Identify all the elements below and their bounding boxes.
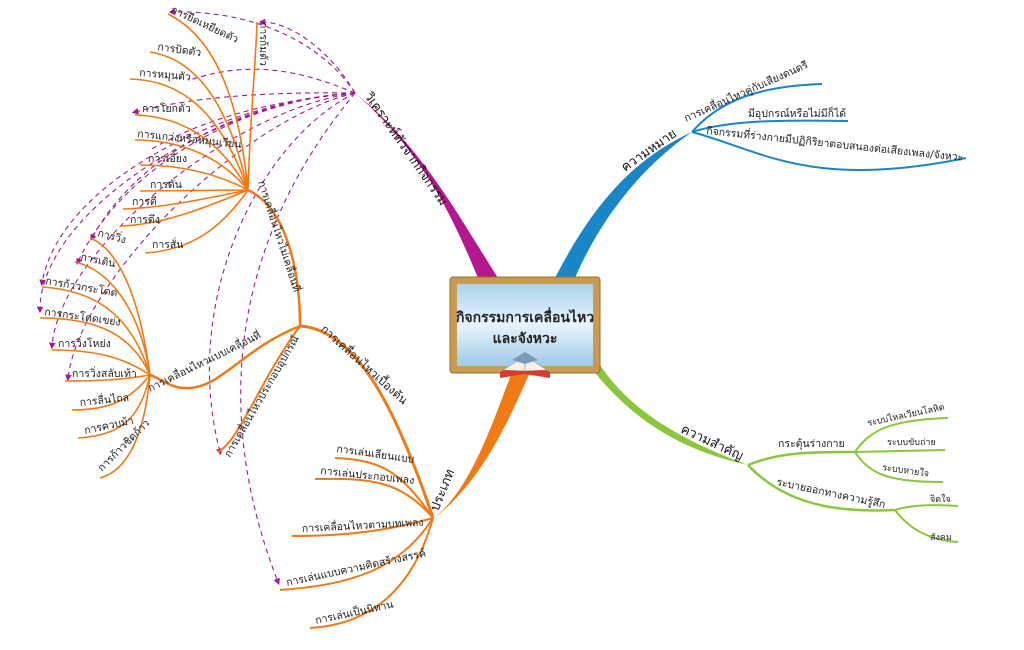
non-locomotor-item[interactable]: การโยกตัว xyxy=(142,102,191,115)
types-item[interactable]: การเล่นแบบความคิดสร้างสรรค์ xyxy=(285,547,427,589)
types-item[interactable]: การเล่นเลียนแบบ xyxy=(336,442,416,466)
analysis-label[interactable]: วิเคราะห์ตัวจากกิจกรรม xyxy=(360,89,451,209)
branch-importance xyxy=(585,360,748,465)
center-title-line2: และจังหวะ xyxy=(493,331,558,347)
branch-analysis xyxy=(355,93,498,278)
types-item[interactable]: การเล่นเป็นนิทาน xyxy=(314,597,395,627)
non-locomotor-lines xyxy=(119,13,258,254)
importance-lines xyxy=(747,417,959,543)
branch-meaning xyxy=(555,132,692,278)
meaning-label[interactable]: ความหมาย xyxy=(619,126,680,175)
importance-feelings-label[interactable]: ระบายออกทางความรู้สึก xyxy=(775,476,886,511)
analysis-relations xyxy=(36,8,356,586)
locomotor-item[interactable]: การวิ่งสลับเท้า xyxy=(72,366,137,380)
open-book-icon xyxy=(500,352,550,378)
non-locomotor-item[interactable]: การก้มตัว xyxy=(257,22,269,66)
locomotor-lines xyxy=(39,237,151,479)
types-label[interactable]: ประเภท xyxy=(428,467,458,513)
types-lines xyxy=(149,188,435,629)
non-locomotor-item[interactable]: การยืดเหยียดตัว xyxy=(169,3,241,46)
meaning-item[interactable]: กิจกรรมที่ร่างกายมีปฏิกิริยาตอบสนองต่อเส… xyxy=(706,123,964,164)
center-title-line1: กิจกรรมการเคลื่อนไหว xyxy=(455,307,594,326)
non-locomotor-label[interactable]: การเคลื่อนไหวไม่เคลื่อนที่ xyxy=(255,179,304,294)
locomotor-item[interactable]: การวิ่งโหย่ง xyxy=(58,336,111,350)
meaning-item[interactable]: มีอุปกรณ์หรือไม่มีก็ได้ xyxy=(748,106,846,120)
branch-types xyxy=(432,372,530,520)
importance-body-item[interactable]: ระบบขับถ่าย xyxy=(887,438,936,448)
basic-movement-label[interactable]: การเคลื่อนไหวเบื้องต้น xyxy=(318,321,411,407)
locomotor-item[interactable]: การลื่นไถล xyxy=(79,390,130,409)
importance-body-item[interactable]: ระบบไหลเวียนโลหิต xyxy=(866,402,945,429)
non-locomotor-item[interactable]: การบิดตัว xyxy=(157,41,202,59)
locomotor-item[interactable]: การก้าวกระโดด xyxy=(44,274,118,299)
non-locomotor-item[interactable]: การเอียง xyxy=(148,152,187,165)
non-locomotor-item[interactable]: การดึง xyxy=(130,214,160,226)
locomotor-item[interactable]: การกระโดดเขย่ง xyxy=(44,305,122,329)
non-locomotor-item[interactable]: การดัน xyxy=(150,179,182,191)
central-topic[interactable]: กิจกรรมการเคลื่อนไหว และจังหวะ xyxy=(449,276,601,378)
non-locomotor-item[interactable]: การหมุนตัว xyxy=(139,67,192,83)
importance-feelings-item[interactable]: สังคม xyxy=(930,533,952,543)
locomotor-item[interactable]: การวิ่ง xyxy=(96,225,128,246)
non-locomotor-item[interactable]: การสั่น xyxy=(152,237,183,251)
importance-feelings-item[interactable]: จิตใจ xyxy=(930,494,951,505)
types-item[interactable]: การเล่นประกอบเพลง xyxy=(320,465,415,487)
non-locomotor-item[interactable]: การตี xyxy=(132,195,157,208)
non-locomotor-item[interactable]: การแกว่งหรือหมุนเวียน xyxy=(137,127,243,151)
importance-body-label[interactable]: กระตุ้นร่างกาย xyxy=(778,438,845,450)
meaning-lines xyxy=(691,83,967,172)
